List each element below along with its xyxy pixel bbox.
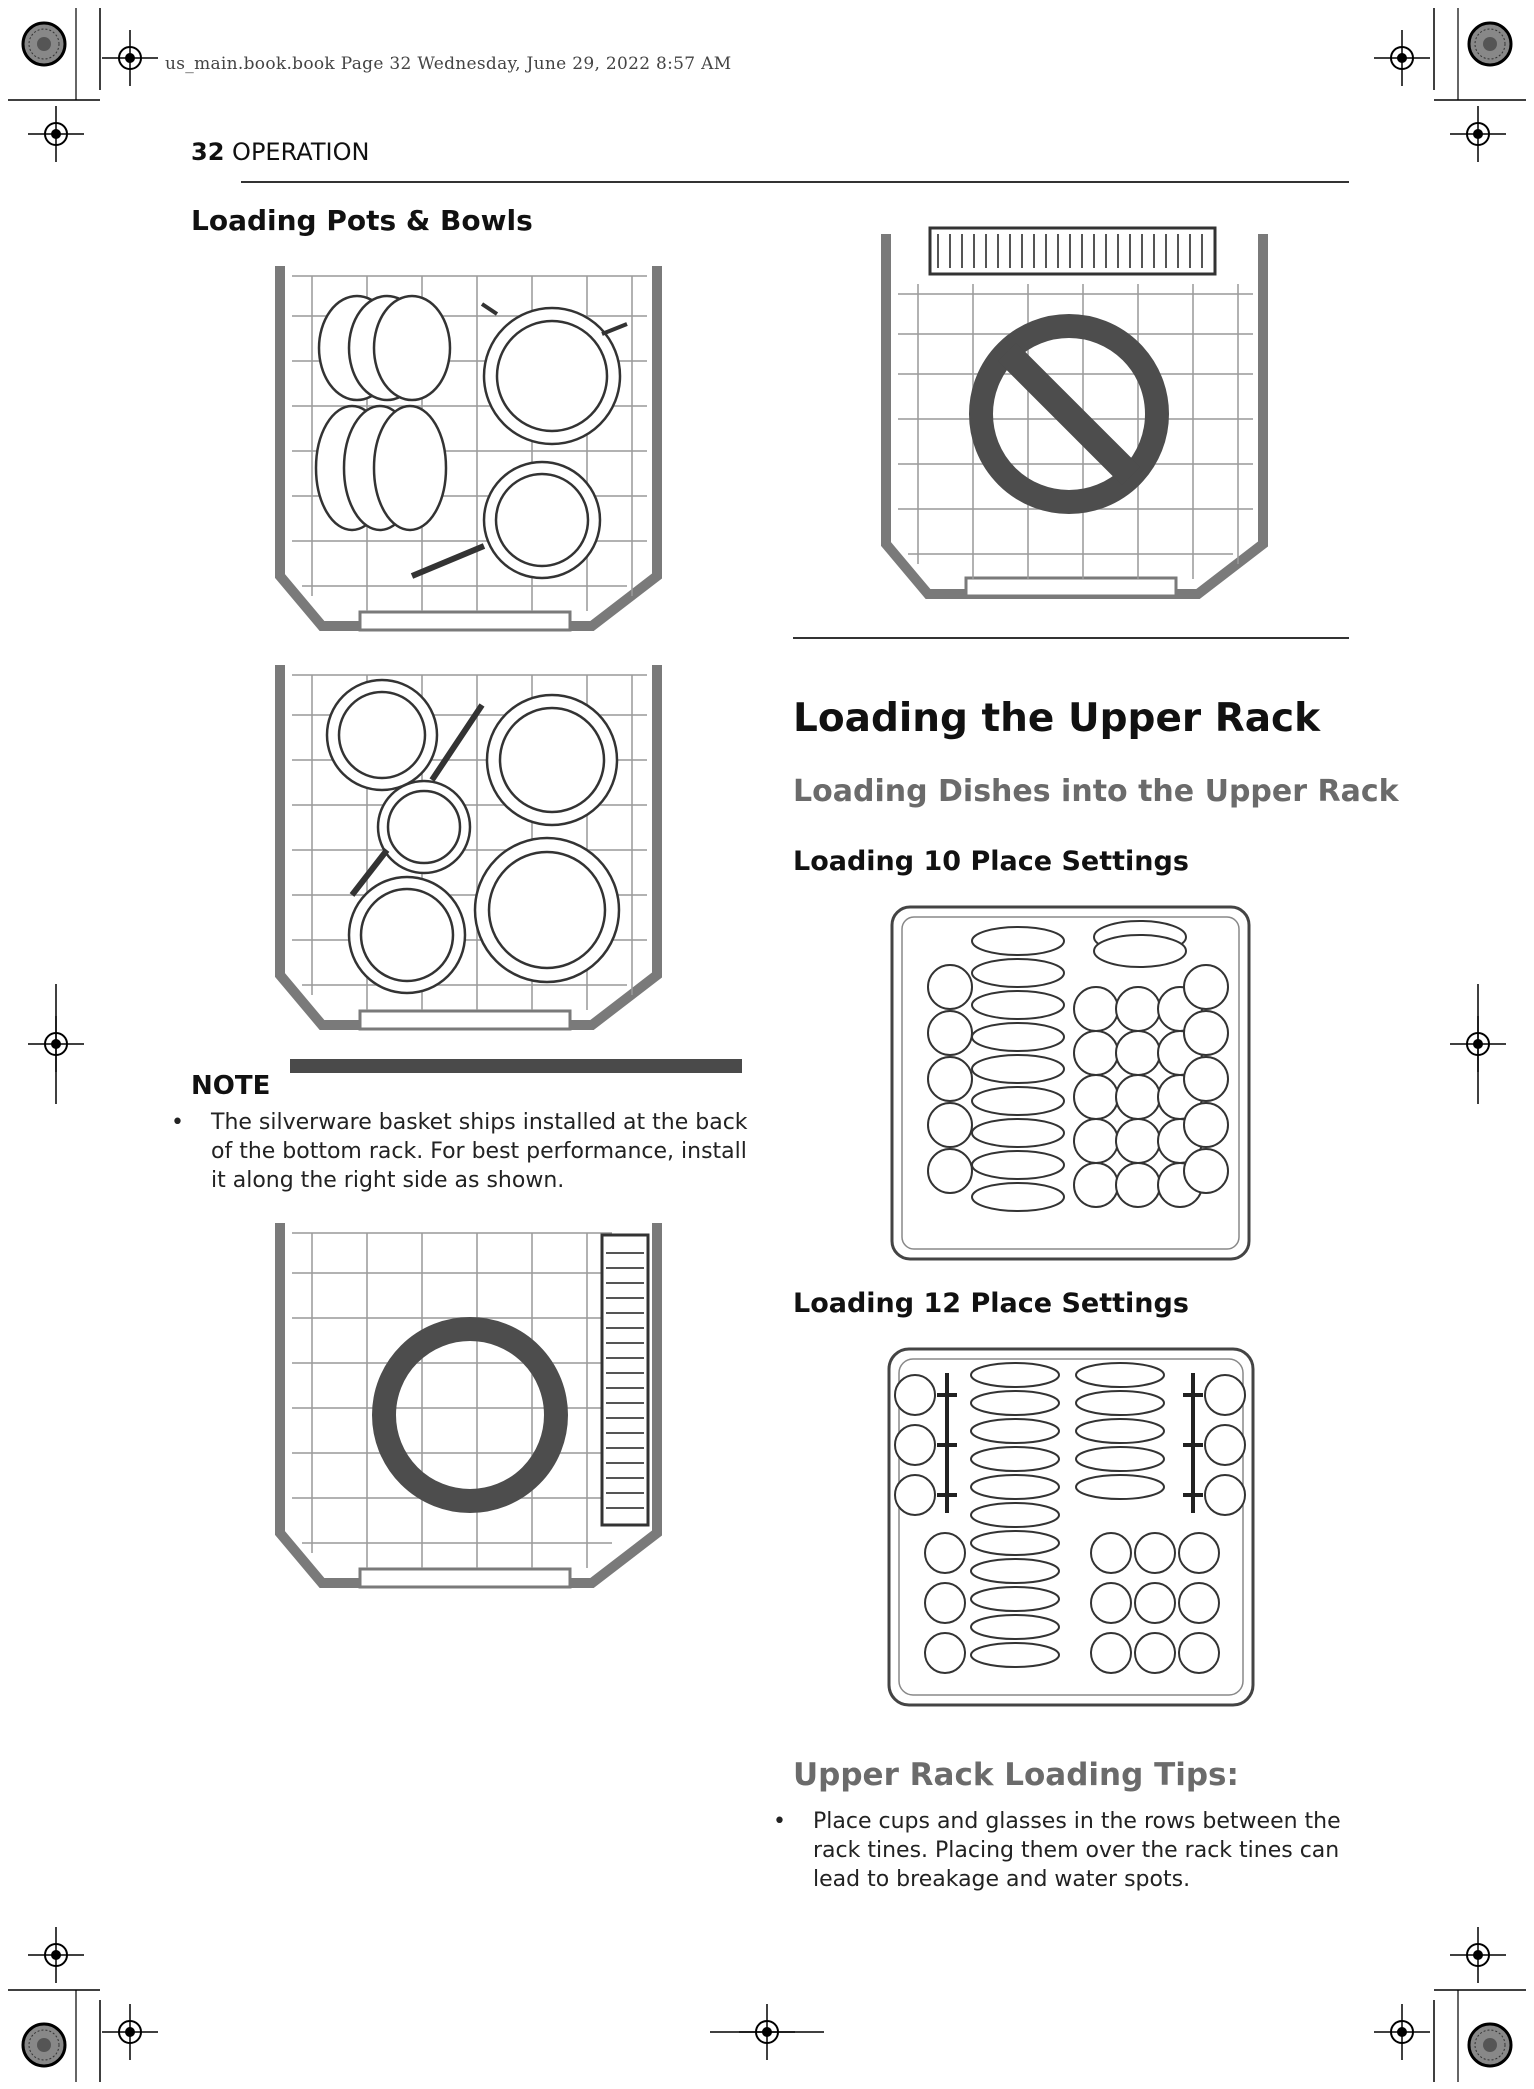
heading-loading-upper-rack: Loading the Upper Rack <box>793 696 1321 741</box>
note-text: The silverware basket ships installed at… <box>211 1110 748 1193</box>
tips-body: • Place cups and glasses in the rows betw… <box>773 1807 1353 1894</box>
silverware-basket-right-figure <box>275 1223 662 1589</box>
upper-rack-12-settings-figure <box>887 1347 1255 1707</box>
note-body: • The silverware basket ships installed a… <box>171 1108 751 1195</box>
note-title: NOTE <box>191 1071 271 1101</box>
section-name: OPERATION <box>232 138 370 166</box>
heading-upper-rack-tips: Upper Rack Loading Tips: <box>793 1757 1239 1793</box>
note-bullet: • <box>171 1110 184 1135</box>
header-rule <box>241 181 1349 183</box>
printer-slug: us_main.book.book Page 32 Wednesday, Jun… <box>165 54 732 74</box>
heading-10-place-settings: Loading 10 Place Settings <box>793 846 1189 877</box>
tips-bullet: • <box>773 1809 786 1834</box>
note-bar <box>290 1059 742 1073</box>
page-number: 32 <box>191 138 225 166</box>
prohibited-placement-figure <box>881 226 1268 599</box>
upper-rack-10-settings-figure <box>890 905 1251 1261</box>
prohibited-icon <box>969 314 1169 514</box>
approved-circle-icon <box>372 1317 568 1513</box>
page-header: 32 OPERATION <box>191 138 369 166</box>
heading-12-place-settings: Loading 12 Place Settings <box>793 1288 1189 1319</box>
section-divider <box>793 637 1349 639</box>
lower-rack-pots-bowls-figure <box>275 266 662 632</box>
lower-rack-pots-pans-figure <box>275 665 662 1031</box>
heading-pots-bowls: Loading Pots & Bowls <box>191 204 533 237</box>
tips-text: Place cups and glasses in the rows betwe… <box>813 1809 1341 1892</box>
subheading-loading-dishes: Loading Dishes into the Upper Rack <box>793 774 1399 809</box>
